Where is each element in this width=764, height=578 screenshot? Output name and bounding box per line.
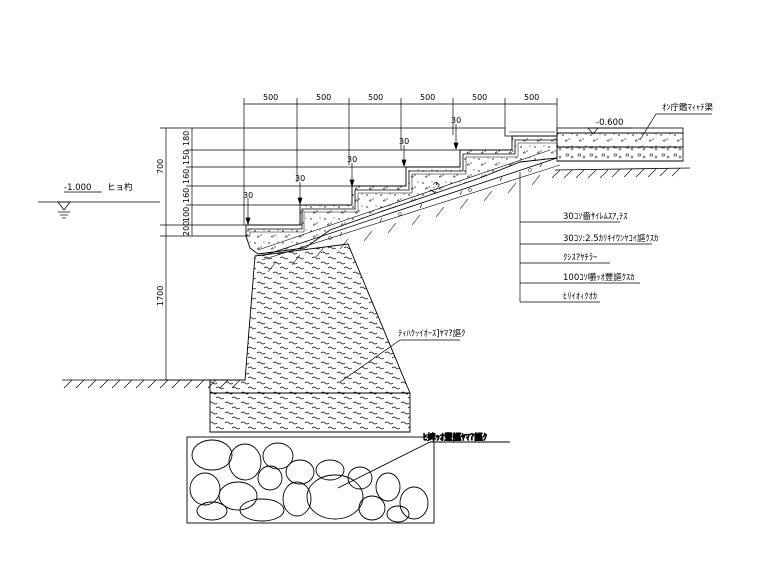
- layer-note-3: ｸｼｽ?ﾔﾁﾗｰ: [563, 253, 597, 263]
- ground-left: [62, 379, 245, 389]
- rise-label-3: 30: [347, 155, 357, 164]
- layer-callout-leader: [519, 172, 652, 303]
- wall-note: ﾃｨﾊｸｯｲｵｰｽ]ﾔﾏ?謳ｸ: [398, 328, 465, 339]
- top-level-value: -0.600: [596, 118, 623, 128]
- layer-note-2: 30ｺｿ:2.5ｶﾘｷｲｳﾝﾔｺｲ謳ｸｽｶ: [563, 233, 658, 244]
- natural-ground-right: [551, 167, 691, 179]
- rise-label-4: 30: [399, 137, 409, 146]
- vdim-100: 100: [182, 207, 191, 222]
- layer-callout-notes: 30ｺｿ嗇ｻｲﾚﾑｽｱ,ﾃｽ 30ｺｿ:2.5ｶﾘｷｲｳﾝﾔｺｲ謳ｸｽｶ ｸｼｽ…: [563, 211, 658, 302]
- top-note: ｵﾝ庁鑑ﾏｨｬﾃ渠: [662, 102, 714, 113]
- water-level-value: -1.000: [64, 183, 91, 193]
- retaining-wall: ﾃｨﾊｸｯｲｵｰｽ]ﾔﾏ?謳ｸ: [209, 243, 465, 433]
- vdim-160a: 160: [182, 169, 191, 184]
- vdim-200: 200: [182, 221, 191, 236]
- stepped-revetment: [245, 128, 558, 257]
- dim-500-6: 500: [524, 93, 539, 102]
- rubble-foundation: ﾋ婢ｯｵ豐謳ﾔﾏ?謳ｸ: [186, 432, 510, 524]
- layer-note-4: 100ｺｿ嚼ｯｵ豐謳ｸｽｶ: [563, 272, 634, 283]
- step-rise-markers: [245, 124, 459, 226]
- step-rise-labels: 30 30 30 30 30: [243, 116, 461, 200]
- pavement-layers: [556, 127, 684, 162]
- water-level-marker: -1.000 ヒョ杓: [38, 182, 160, 219]
- layer-note-1: 30ｺｿ嗇ｻｲﾚﾑｽｱ,ﾃｽ: [563, 211, 628, 222]
- vertical-dimension-labels: 180 150 160 160 100 200 700 1700: [156, 131, 191, 306]
- horizontal-dimension-labels: 500 500 500 500 500 500: [263, 93, 539, 102]
- rise-label-2: 30: [295, 174, 305, 183]
- dim-500-4: 500: [420, 93, 435, 102]
- vdim-160b: 160: [182, 188, 191, 203]
- foundation-note: ﾋ婢ｯｵ豐謳ﾔﾏ?謳ｸ: [423, 432, 487, 443]
- dim-500-2: 500: [316, 93, 331, 102]
- vertical-dimension-chain: [160, 127, 505, 381]
- horizontal-dimension-chain: [243, 98, 558, 225]
- rise-label-1: 30: [243, 191, 253, 200]
- dim-500-1: 500: [263, 93, 278, 102]
- layer-note-5: ﾋﾘｲｵｨｸｵｶ: [563, 292, 597, 302]
- water-level-note: ヒョ杓: [107, 182, 133, 193]
- dim-500-5: 500: [472, 93, 487, 102]
- vdim-1700: 1700: [156, 286, 165, 306]
- rise-label-5: 30: [451, 116, 461, 125]
- vdim-180: 180: [182, 131, 191, 146]
- dim-500-3: 500: [368, 93, 383, 102]
- vdim-700: 700: [156, 159, 165, 174]
- vdim-150: 150: [182, 150, 191, 165]
